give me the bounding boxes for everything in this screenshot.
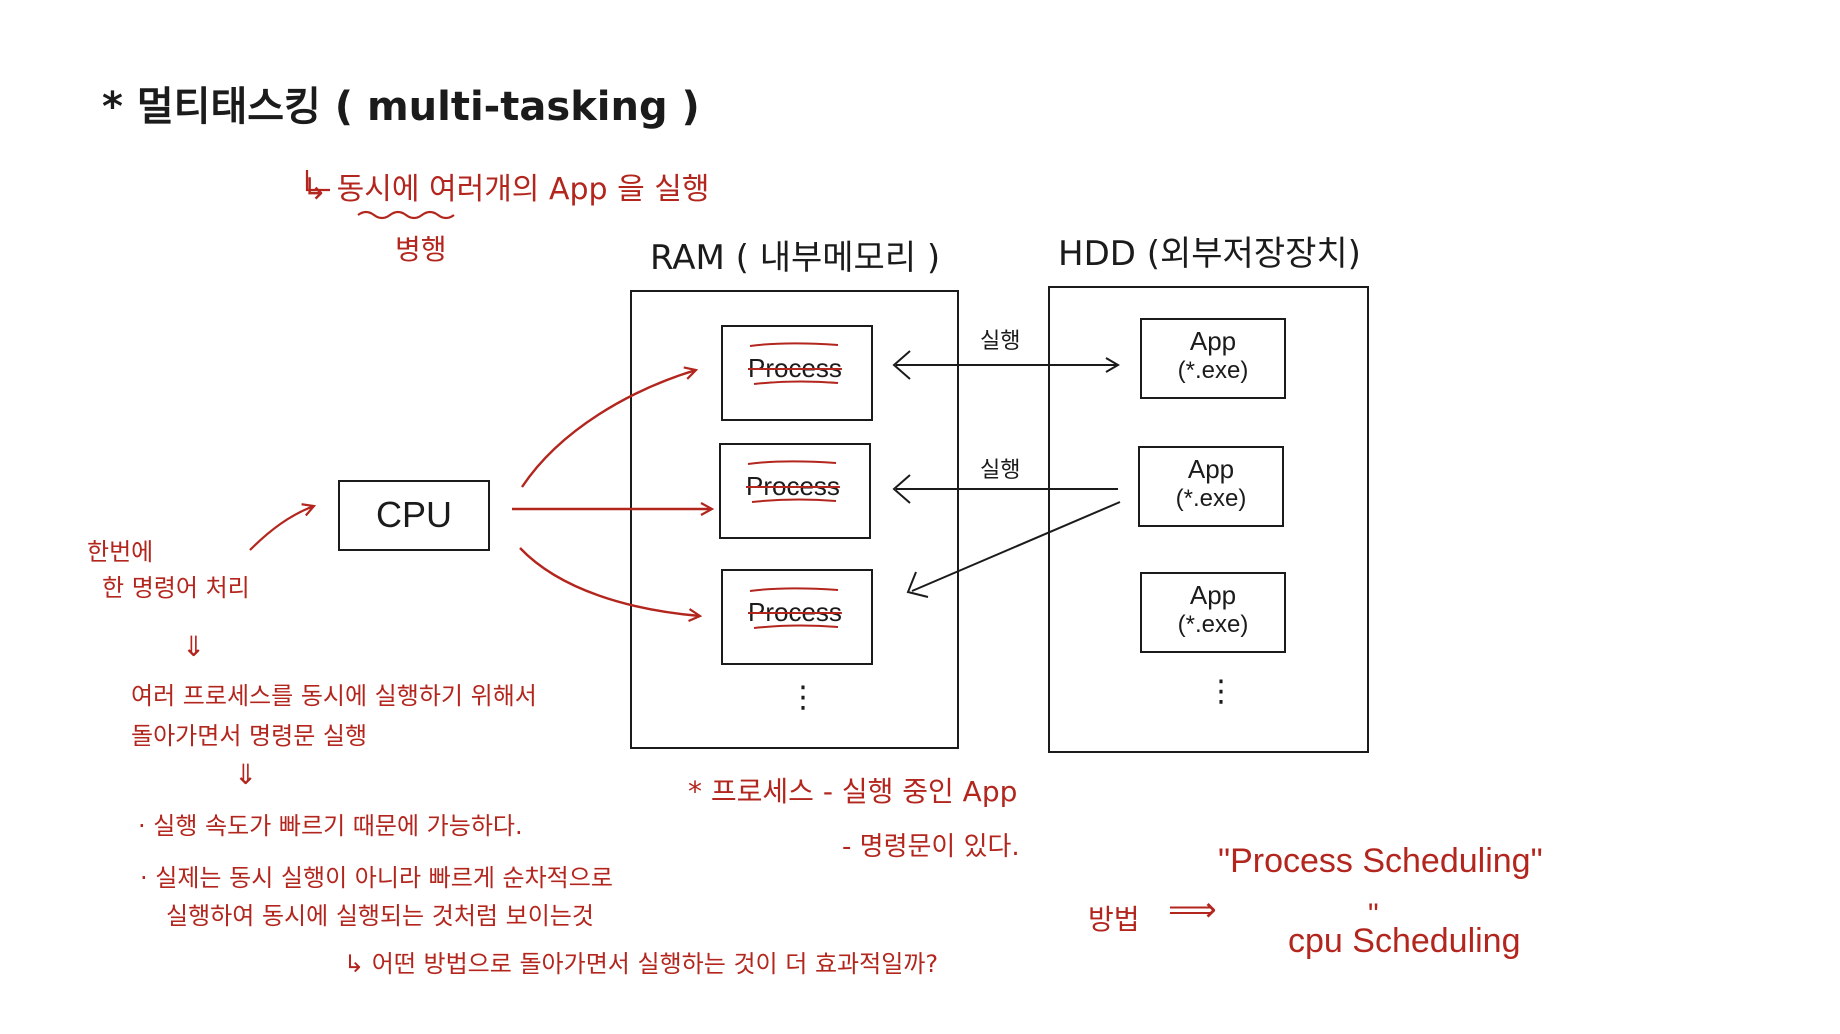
cpu-box <box>338 480 490 551</box>
arrowhead-3 <box>906 571 929 598</box>
app-ext-3: (*.exe) <box>1177 611 1249 638</box>
note-one-instruction: 한 명령어 처리 <box>102 574 250 602</box>
note-down-arrow-2: ⇓ <box>234 758 258 791</box>
app-label-group-2: App (*.exe) <box>1139 454 1283 513</box>
process-scheduling: "Process Scheduling" <box>1218 842 1543 880</box>
app-label-3: App <box>1189 580 1237 610</box>
process-label-2: Process <box>746 471 840 501</box>
parallel-label: 병행 <box>395 233 447 266</box>
wavy-underline <box>357 210 455 220</box>
ram-ellipsis: ⋮ <box>788 680 818 715</box>
app-to-process-3-arrow <box>911 501 1121 592</box>
method-arrow: ⟹ <box>1168 890 1217 930</box>
note-bullet-2a: · 실제는 동시 실행이 아니라 빠르게 순차적으로 <box>140 864 613 892</box>
cpu-to-process-1-arrow <box>521 370 696 488</box>
process-label-3: Process <box>748 597 842 627</box>
ditto-mark: " <box>1368 898 1379 931</box>
cpu-label: CPU <box>375 494 452 535</box>
ram-box <box>630 290 959 749</box>
hdd-ellipsis: ⋮ <box>1206 674 1236 709</box>
process-label-1: Process <box>748 353 842 383</box>
ram-label: RAM ( 내부메모리 ) <box>650 238 941 278</box>
exec-label-1: 실행 <box>980 329 1021 354</box>
app-label-group-3: App (*.exe) <box>1141 580 1285 639</box>
hdd-label: HDD (외부저장장치) <box>1058 234 1361 274</box>
cpu-to-process-3-arrow <box>519 547 700 616</box>
note-down-arrow-1: ⇓ <box>182 630 206 663</box>
process-box-1 <box>721 325 873 421</box>
note-rotate-2: 돌아가면서 명령문 실행 <box>131 722 368 750</box>
app-ext-2: (*.exe) <box>1175 485 1247 512</box>
app-label-2: App <box>1187 454 1235 484</box>
note-bullet-2b: 실행하여 동시에 실행되는 것처럼 보이는것 <box>166 902 594 930</box>
note-rotate-1: 여러 프로세스를 동시에 실행하기 위해서 <box>131 682 537 710</box>
app-label-1: App <box>1189 326 1237 356</box>
exec-label-2: 실행 <box>980 458 1021 483</box>
note-once: 한번에 <box>87 538 154 566</box>
note-to-cpu-arrow <box>249 506 314 551</box>
subtitle-definition: ↳ 동시에 여러개의 App 을 실행 <box>302 172 710 207</box>
hdd-box <box>1048 286 1369 753</box>
app-box-2 <box>1138 446 1284 527</box>
note-bullet-1: · 실행 속도가 빠르기 때문에 가능하다. <box>138 812 523 840</box>
method-label: 방법 <box>1088 903 1140 936</box>
note-question: ↳ 어떤 방법으로 돌아가면서 실행하는 것이 더 효과적일까? <box>344 950 939 978</box>
process-box-3 <box>721 569 873 665</box>
arrowhead-1 <box>892 350 911 380</box>
app-label-group-1: App (*.exe) <box>1141 326 1285 385</box>
app-ext-1: (*.exe) <box>1177 357 1249 384</box>
page-title: * 멀티태스킹 ( multi-tasking ) <box>102 84 700 130</box>
app-box-1 <box>1140 318 1286 399</box>
process-note-line2: - 명령문이 있다. <box>842 832 1020 862</box>
cpu-scheduling: cpu Scheduling <box>1288 922 1521 960</box>
arrowhead-2 <box>892 474 911 504</box>
process-note-line1: * 프로세스 - 실행 중인 App <box>688 775 1018 808</box>
process-scribbles <box>747 342 839 629</box>
app-box-3 <box>1140 572 1286 653</box>
subtitle-hook-arrow <box>305 170 330 192</box>
process-box-2 <box>719 443 871 539</box>
